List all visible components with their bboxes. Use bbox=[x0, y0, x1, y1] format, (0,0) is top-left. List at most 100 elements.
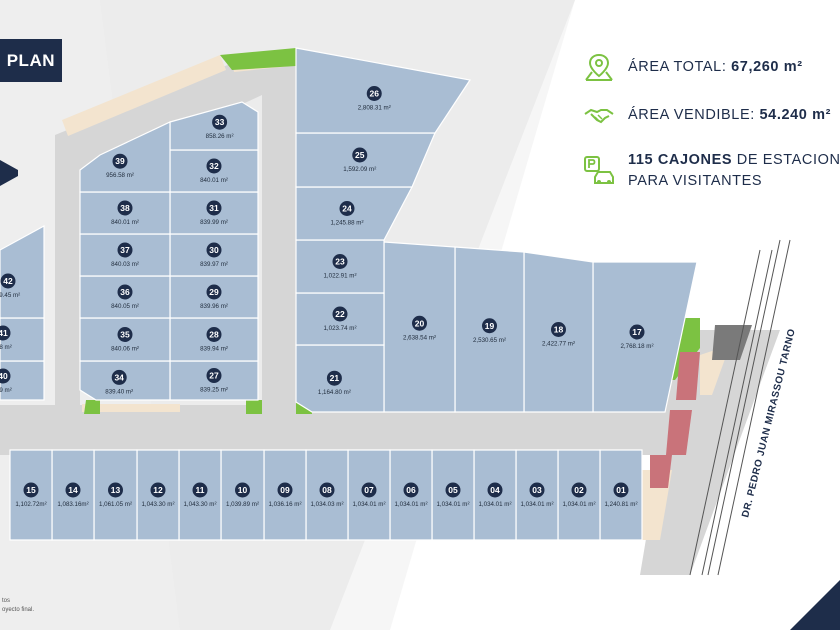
lot-marker bbox=[332, 306, 348, 322]
lot-area: 1,043.30 m² bbox=[183, 501, 216, 508]
lot-marker bbox=[613, 482, 629, 498]
lot-40[interactable]: 40.09 m² bbox=[0, 360, 45, 401]
lot-number: 22 bbox=[335, 309, 345, 319]
lot-marker bbox=[65, 482, 81, 498]
lot-marker bbox=[352, 147, 368, 163]
lot-14[interactable]: 141,083.16m² bbox=[51, 449, 95, 541]
lot-19[interactable]: 192,530.65 m² bbox=[454, 246, 525, 413]
lot-marker bbox=[0, 273, 16, 289]
lot-marker bbox=[445, 482, 461, 498]
lot-number: 25 bbox=[355, 150, 365, 160]
lot-marker bbox=[150, 482, 166, 498]
lot-26[interactable]: 262,808.31 m² bbox=[295, 47, 472, 134]
lot-marker bbox=[629, 324, 645, 340]
lot-32[interactable]: 32 840.01 m² bbox=[169, 149, 259, 193]
lot-marker bbox=[112, 153, 128, 169]
lot-41[interactable]: 41.88 m² bbox=[0, 317, 45, 362]
lot-number: 24 bbox=[342, 204, 352, 214]
lot-marker bbox=[366, 86, 382, 101]
lot-number: 10 bbox=[238, 485, 248, 495]
lot-marker bbox=[319, 482, 335, 498]
lot-18[interactable]: 18 2,422.77 m² bbox=[523, 251, 594, 413]
lot-02[interactable]: 021,034.01 m² bbox=[557, 449, 601, 541]
lot-number: 38 bbox=[120, 203, 130, 213]
lot-number: 12 bbox=[153, 485, 163, 495]
lot-12[interactable]: 12 1,043.30 m² bbox=[136, 449, 180, 541]
lot-number: 33 bbox=[215, 117, 225, 127]
lot-01[interactable]: 011,240.81 m² bbox=[599, 449, 643, 541]
lot-15[interactable]: 151,102.72m² bbox=[9, 449, 53, 541]
lot-marker bbox=[326, 370, 342, 386]
lot-area: 1,034.01 m² bbox=[436, 501, 469, 508]
lot-10[interactable]: 101,039.89 m² bbox=[220, 449, 265, 541]
lot-05[interactable]: 051,034.01 m² bbox=[431, 449, 475, 541]
lot-area: 1,034.03 m² bbox=[310, 501, 343, 508]
lot-marker bbox=[403, 482, 419, 498]
sellable-area-text: ÁREA VENDIBLE: 54.240 m² bbox=[628, 107, 832, 123]
lot-23[interactable]: 231,022.91 m² bbox=[295, 239, 385, 294]
lot-09[interactable]: 091,036.16 m² bbox=[263, 449, 307, 541]
lot-area: 858.26 m² bbox=[206, 133, 234, 140]
lot-13[interactable]: 131,061.05 m² bbox=[93, 449, 138, 541]
lot-number: 06 bbox=[406, 485, 416, 495]
lot-number: 21 bbox=[330, 373, 340, 383]
lot-marker bbox=[332, 254, 348, 269]
lot-08[interactable]: 081,034.03 m² bbox=[305, 449, 349, 541]
lot-number: 32 bbox=[209, 161, 219, 171]
lot-marker bbox=[117, 284, 133, 300]
street-lines bbox=[689, 239, 791, 576]
lot-marker bbox=[0, 325, 11, 341]
lot-marker bbox=[212, 114, 228, 130]
lot-number: 37 bbox=[120, 245, 130, 255]
lot-22[interactable]: 22 1,023.74 m² bbox=[295, 292, 385, 346]
lot-marker bbox=[361, 482, 377, 498]
lot-25[interactable]: 251,592.09 m² bbox=[295, 132, 436, 188]
lot-06[interactable]: 06 1,034.01 m² bbox=[389, 449, 433, 541]
lot-area: .88 m² bbox=[0, 344, 12, 351]
lot-marker bbox=[529, 482, 545, 498]
lot-area: 1,023.74 m² bbox=[323, 325, 356, 332]
lot-area: 1,034.01 m² bbox=[394, 501, 427, 508]
lot-area: 840.01 m² bbox=[200, 177, 228, 184]
lot-area: 1,043.30 m² bbox=[141, 501, 174, 508]
lot-24[interactable]: 241,245.88 m² bbox=[295, 186, 413, 241]
lot-area: 1,164.80 m² bbox=[318, 389, 351, 396]
lot-marker bbox=[206, 327, 222, 342]
corner-decoration bbox=[790, 580, 840, 630]
lot-number: 27 bbox=[209, 371, 219, 381]
lot-marker bbox=[23, 482, 39, 498]
lot-number: 13 bbox=[111, 485, 121, 495]
lot-04[interactable]: 041,034.01 m² bbox=[473, 449, 517, 541]
lot-marker bbox=[108, 482, 123, 498]
lot-21[interactable]: 21 1,164.80 m² bbox=[295, 344, 385, 413]
lot-number: 18 bbox=[554, 325, 564, 335]
parking-car-icon bbox=[584, 156, 614, 184]
lot-42[interactable]: 4259.45 m² bbox=[0, 224, 45, 319]
map-pin-icon bbox=[585, 53, 613, 81]
lot-marker bbox=[111, 369, 127, 385]
lot-03[interactable]: 031,034.01 m² bbox=[515, 449, 559, 541]
lot-marker bbox=[206, 200, 222, 216]
parking-text: 115 CAJONES DE ESTACION PARA VISITANTES bbox=[628, 152, 840, 189]
lot-number: 29 bbox=[209, 287, 219, 297]
lot-number: 34 bbox=[114, 372, 124, 382]
sellable-area-row: ÁREA VENDIBLE: 54.240 m² bbox=[583, 100, 831, 130]
lot-area: 2,422.77 m² bbox=[542, 341, 575, 348]
lot-07[interactable]: 071,034.01 m² bbox=[347, 449, 391, 541]
lot-20[interactable]: 202,638.54 m² bbox=[383, 241, 456, 413]
lot-number: 01 bbox=[616, 485, 626, 495]
lot-11[interactable]: 111,043.30 m² bbox=[178, 449, 222, 541]
lot-area: 839.97 m² bbox=[200, 261, 228, 268]
